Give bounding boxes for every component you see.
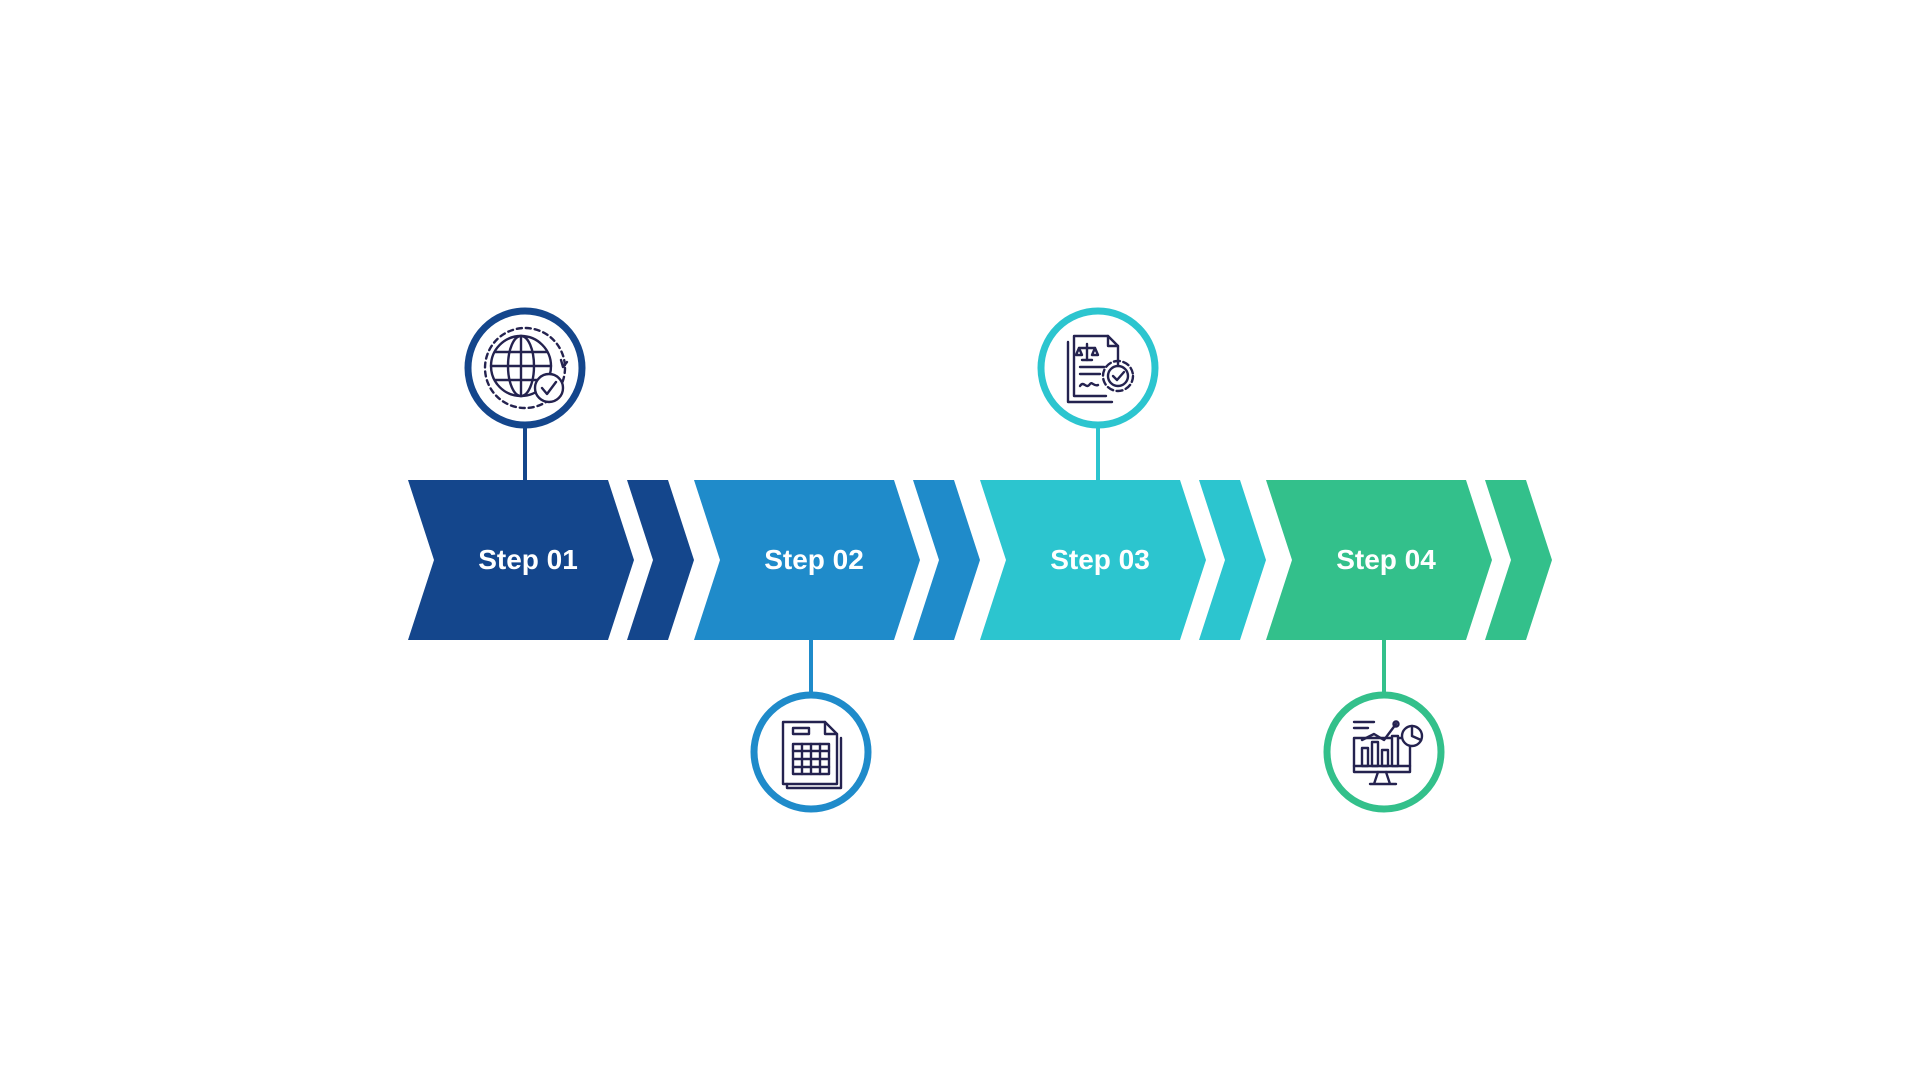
step-02: Step 02 — [694, 480, 980, 813]
step-03-chevron — [980, 480, 1206, 640]
step-04-chevron — [1266, 480, 1492, 640]
step-01: Step 01 — [408, 307, 694, 640]
step-04: Step 04 — [1266, 480, 1552, 813]
step-02-small-chevron — [913, 480, 980, 640]
step-04-icon-ring — [1323, 691, 1445, 813]
step-02-icon-badge — [750, 691, 872, 813]
step-02-chevron — [694, 480, 920, 640]
step-01-small-chevron — [627, 480, 694, 640]
legal-document-gear-icon — [1066, 334, 1135, 404]
globe-check-icon — [483, 326, 569, 410]
step-01-icon-badge — [464, 307, 586, 429]
step-04-label: Step 04 — [1336, 544, 1436, 575]
step-02-label: Step 02 — [764, 544, 864, 575]
step-04-small-chevron — [1485, 480, 1552, 640]
analytics-monitor-icon — [1352, 720, 1424, 786]
spreadsheet-document-icon — [781, 720, 843, 790]
step-03: Step 03 — [980, 307, 1266, 640]
step-01-label: Step 01 — [478, 544, 578, 575]
step-03-label: Step 03 — [1050, 544, 1150, 575]
step-03-icon-badge — [1037, 307, 1159, 429]
step-01-chevron — [408, 480, 634, 640]
step-04-icon-badge — [1323, 691, 1445, 813]
step-03-small-chevron — [1199, 480, 1266, 640]
